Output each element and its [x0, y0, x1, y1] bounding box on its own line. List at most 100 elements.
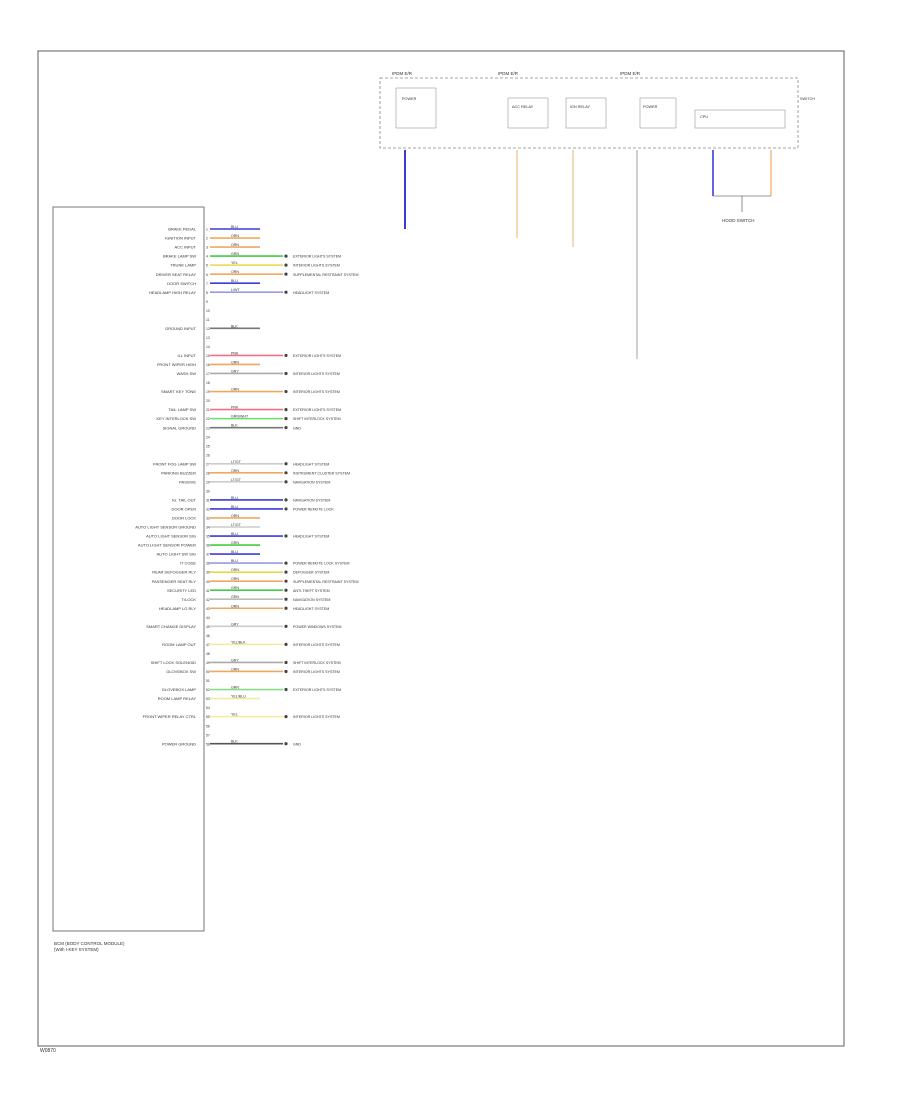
pin-number: 34: [206, 526, 210, 530]
wire-color-label: YEL/BLU: [231, 695, 246, 699]
module-name-line1: BCM (BODY CONTROL MODULE): [54, 941, 125, 946]
wire-color-label: ORN: [231, 514, 239, 518]
wire-destination: NAVIGATION SYSTEM: [293, 598, 330, 602]
wire-color-label: GRN: [231, 252, 239, 256]
wire-color-label: GRY: [231, 369, 239, 373]
wire-terminal: [284, 715, 288, 719]
pin-number: 3: [206, 246, 208, 250]
page-frame: [37, 50, 845, 1047]
top-label-2: IPDM E/R: [498, 71, 519, 76]
wire-terminal: [284, 263, 288, 267]
top-sub-label-5: CPU: [700, 115, 708, 119]
pin-label: DOOR OPEN: [172, 507, 197, 512]
wire-color-label: GRN: [231, 686, 239, 690]
wire-terminal: [284, 426, 288, 430]
pin-label: T/LOCK: [182, 597, 197, 602]
pin-label: PASSENGER SEAT RLY: [152, 579, 197, 584]
pin-number: 2: [206, 237, 208, 241]
wire-destination: INTERIOR LIGHTS SYSTEM: [293, 643, 340, 647]
wire-terminal: [284, 606, 288, 610]
wire-terminal: [284, 669, 288, 674]
wire-terminal: [284, 408, 288, 412]
pin-number: 50: [206, 670, 210, 674]
wire-terminal: [284, 480, 288, 484]
pin-number: 28: [206, 471, 210, 475]
module-box: [52, 206, 205, 932]
hood-switch-label: HOOD SWITCH: [722, 218, 755, 223]
pin-label: REAR DEFOGGER RLY: [152, 570, 196, 575]
pin-number: 45: [206, 625, 210, 629]
pin-label: ILL INPUT: [177, 353, 196, 358]
top-sub-label-2: ACC RELAY: [512, 105, 534, 109]
wire-color-label: BLU: [231, 532, 238, 536]
pin-number: 44: [206, 616, 210, 620]
wire-destination: NAVIGATION SYSTEM: [293, 499, 330, 503]
pin-number: 37: [206, 553, 210, 557]
pin-label: DRIVER SEAT RELAY: [156, 272, 197, 277]
pin-label: SHIFT LOCK SOLENOID: [151, 660, 196, 665]
wire-destination: SHIFT INTERLOCK SYSTEM: [293, 661, 341, 665]
pin-number: 27: [206, 462, 210, 466]
wire-color-label: YEL: [231, 261, 238, 265]
wire-terminal: [284, 507, 288, 511]
vertical-feed-wires: [404, 150, 772, 359]
wire-color-label: GRY: [231, 658, 239, 662]
top-sub-label-4: POWER: [643, 105, 658, 109]
pin-label: BRAKE LAMP SW: [163, 254, 196, 259]
wire-color-label: GRN: [231, 595, 239, 599]
pin-number: 25: [206, 444, 210, 448]
wire-terminal: [284, 642, 288, 646]
wire-terminal: [284, 624, 288, 628]
pin-number: 36: [206, 544, 210, 548]
module-name-line2: (With I-KEY SYSTEM): [54, 947, 99, 952]
pin-label: TAIL LAMP SW: [169, 407, 197, 412]
wire-terminal: [284, 290, 288, 294]
pin-label: ROOM LAMP OUT: [162, 642, 196, 647]
pin-label: FRONT WIPER RELAY CTRL: [143, 714, 197, 719]
pin-number: 58: [206, 742, 210, 746]
pin-label: WASH SW: [177, 371, 197, 376]
wire-terminal: [284, 742, 288, 746]
pin-number: 47: [206, 643, 210, 647]
pin-number: 35: [206, 535, 210, 539]
pin-number: 48: [206, 652, 210, 656]
pin-label: HEADLAMP LO RLY: [159, 606, 196, 611]
pin-number: 23: [206, 426, 210, 430]
wire-destination: NAVIGATION SYSTEM: [293, 480, 330, 484]
pin-number: 33: [206, 517, 210, 521]
wire-destination: GND: [293, 426, 301, 430]
wire-color-label: BLU: [231, 559, 238, 563]
pin-label: SMART KEY TONE: [161, 389, 196, 394]
wire-destination: ANTI-THEFT SYSTEM: [293, 589, 330, 593]
pin-number: 40: [206, 580, 210, 584]
wire-color-label: BLU: [231, 550, 238, 554]
wire-color-label: GRN: [231, 586, 239, 590]
pin-number: 4: [206, 255, 208, 259]
pin-label: AUTO LIGHT SW SIG: [157, 552, 196, 557]
pin-number: 19: [206, 390, 210, 394]
pin-number: 42: [206, 598, 210, 602]
pin-label: GROUND INPUT: [165, 326, 196, 331]
wire-color-label: ORN: [231, 388, 239, 392]
top-sub-label-6: SWITCH: [800, 97, 815, 101]
pin-number: 18: [206, 381, 210, 385]
pin-label: KEY INTERLOCK SW: [157, 416, 197, 421]
pin-number: 32: [206, 508, 210, 512]
wire-color-label: BLU: [231, 279, 238, 283]
wire-terminal: [284, 462, 288, 466]
footer-code: W0870: [40, 1048, 56, 1054]
pin-label: PASSIVE: [179, 479, 196, 484]
pin-label: POWER GROUND: [162, 741, 196, 746]
wire-destination: INTERIOR LIGHTS SYSTEM: [293, 715, 340, 719]
pin-number: 12: [206, 327, 210, 331]
pin-label: SIGNAL GROUND: [163, 425, 197, 430]
pin-number: 39: [206, 571, 210, 575]
pin-number: 17: [206, 372, 210, 376]
pin-number: 1: [206, 228, 208, 232]
pin-number: 31: [206, 499, 210, 503]
pin-label: GLOVEBOX LAMP: [162, 687, 197, 692]
wire-color-label: PNK: [231, 351, 239, 355]
wire-color-label: PNK: [231, 406, 239, 410]
pin-number: 53: [206, 697, 210, 701]
